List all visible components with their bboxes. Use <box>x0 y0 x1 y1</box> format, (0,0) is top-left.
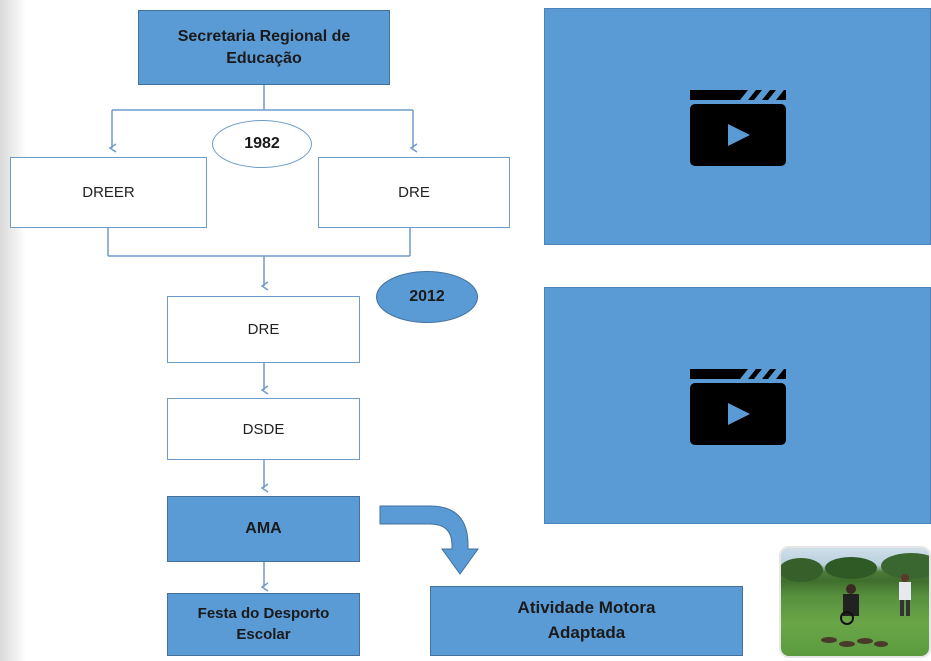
node-dreer: DREER <box>10 157 207 228</box>
node-atividade-label: Atividade Motora Adaptada <box>517 598 656 642</box>
year-2012-label: 2012 <box>409 288 445 305</box>
node-dsde-label: DSDE <box>242 420 285 438</box>
node-secretaria: Secretaria Regional de Educação <box>138 10 390 85</box>
video-placeholder-top[interactable] <box>544 8 931 245</box>
year-1982-label: 1982 <box>244 135 280 152</box>
slide-edge-shadow <box>0 0 26 661</box>
year-2012-oval: 2012 <box>376 271 478 323</box>
node-ama: AMA <box>167 496 360 562</box>
clapperboard-play-icon <box>689 368 786 445</box>
node-dre-center: DRE <box>167 296 360 363</box>
node-dreer-label: DREER <box>82 184 135 201</box>
year-1982-oval: 1982 <box>212 120 312 168</box>
node-festa-label: Festa do Desporto Escolar <box>197 605 330 643</box>
video-placeholder-bottom[interactable] <box>544 287 931 524</box>
photo-scene <box>781 553 929 647</box>
curved-arrow-to-atividade <box>379 505 479 575</box>
node-dsde: DSDE <box>167 398 360 460</box>
node-ama-label: AMA <box>245 520 282 537</box>
node-dre-left: DRE <box>318 157 510 228</box>
node-festa: Festa do Desporto Escolar <box>167 593 360 656</box>
node-dre-center-label: DRE <box>247 321 280 338</box>
clapperboard-play-icon <box>689 89 786 166</box>
node-atividade: Atividade Motora Adaptada <box>430 586 743 656</box>
node-dre-left-label: DRE <box>398 184 430 201</box>
node-secretaria-label: Secretaria Regional de Educação <box>177 27 351 67</box>
outdoor-field-photo <box>779 546 931 658</box>
